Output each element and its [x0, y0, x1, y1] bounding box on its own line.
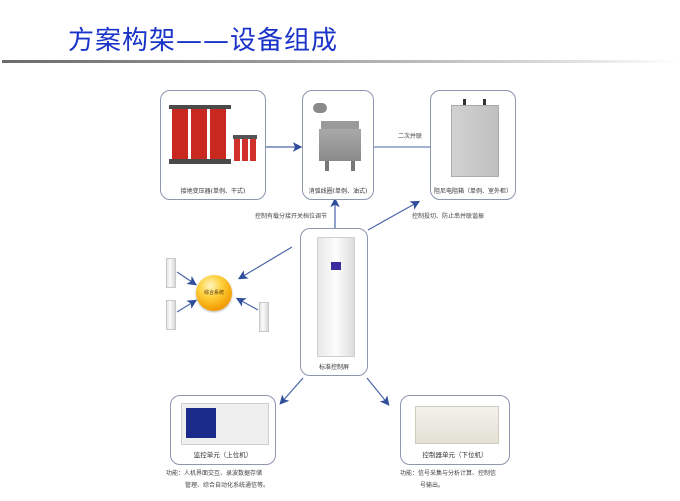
controller-unit-image — [415, 406, 499, 444]
monitor-unit-label: 监控单元（上位机） — [193, 451, 253, 459]
resistor-cabinet-image — [451, 99, 499, 177]
arrow-cabinet-to-controller — [366, 377, 390, 406]
monitor-unit-desc-line2: 管理、综合自动化系统通信等。 — [185, 482, 270, 489]
monitor-unit-desc-line1: 功能：人机界面交互、录波数据存储 — [166, 470, 263, 477]
monitor-unit-image — [181, 403, 269, 445]
field-unit-3 — [259, 302, 269, 332]
integrated-system-label: 综合系统 — [203, 290, 224, 296]
node-grounding-transformer: 接地变压器(单例、干式) — [160, 90, 266, 200]
page-title: 方案构架——设备组成 — [68, 26, 339, 56]
node-monitor-unit: 监控单元（上位机） — [170, 395, 276, 465]
controller-unit-label: 控制器单元（下位机） — [422, 451, 488, 459]
grounding-transformer-label: 接地变压器(单例、干式) — [180, 188, 246, 195]
field-unit-1 — [166, 258, 176, 288]
node-arc-coil: 消弧线圈(单例、油式) — [302, 90, 374, 200]
node-damping-resistor: 阻尼电阻箱（单例、室外柜） — [430, 90, 516, 200]
controller-unit-desc-line1: 功能：信号采集与分析计算、控制信 — [400, 470, 497, 477]
edge-label-secondary-parallel: 二次并联 — [398, 133, 423, 140]
arrow-cabinet-to-resistor — [367, 200, 421, 231]
arrow-unit3-to-system — [235, 297, 259, 311]
title-divider — [2, 60, 678, 63]
edge-label-tap-control: 控制有载分接开关档位调节 — [255, 213, 328, 220]
node-controller-unit: 控制器单元（下位机） — [400, 395, 510, 465]
node-control-cabinet: 标准控制屏 — [300, 228, 368, 376]
control-cabinet-image — [317, 237, 355, 357]
damping-resistor-label: 阻尼电阻箱（单例、室外柜） — [433, 188, 512, 195]
control-cabinet-label: 标准控制屏 — [318, 364, 349, 371]
controller-unit-desc-line2: 号输出。 — [420, 482, 445, 489]
arrow-unit2-to-system — [176, 299, 198, 313]
edge-label-switch-control: 控制投切、防止串并联谐振 — [412, 213, 485, 220]
arc-coil-label: 消弧线圈(单例、油式) — [308, 188, 368, 195]
integrated-system-node: 综合系统 — [196, 275, 232, 311]
field-unit-2 — [166, 300, 176, 330]
arrow-cabinet-to-monitor — [279, 377, 304, 405]
arc-coil-image — [311, 103, 369, 173]
arrow-unit1-to-system — [176, 271, 197, 286]
arrow-cabinet-to-system — [237, 246, 293, 280]
transformer-image — [169, 101, 257, 176]
